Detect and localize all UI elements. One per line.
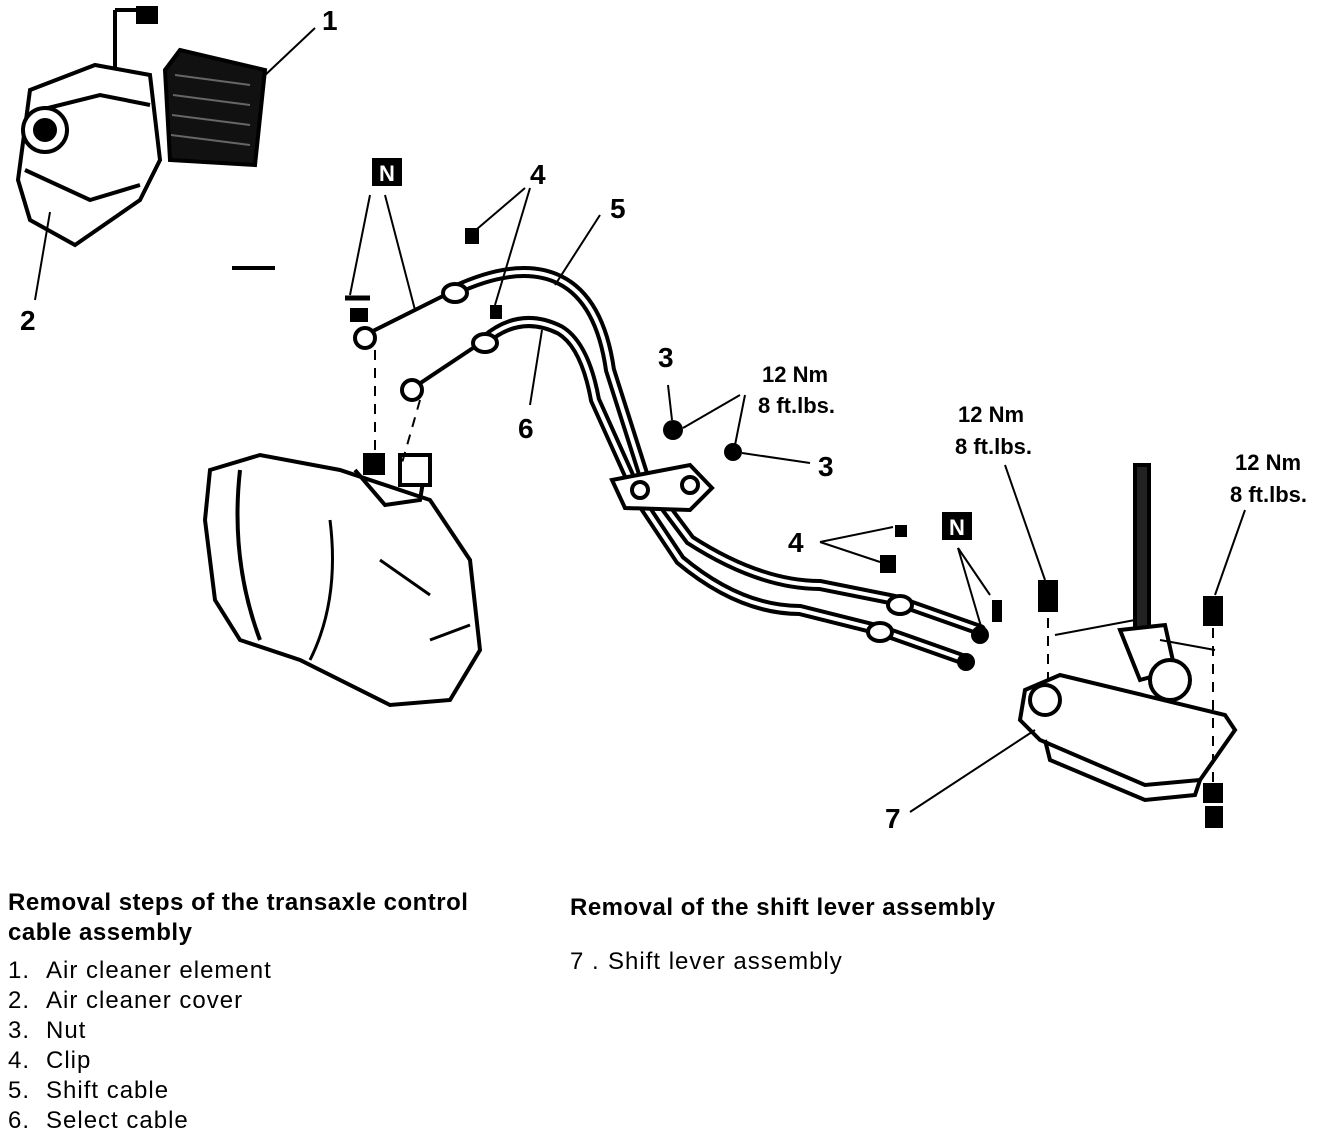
n-badge-transaxle-text: N bbox=[379, 161, 395, 186]
cable-ends-transaxle bbox=[345, 282, 499, 475]
list-item: 7 . Shift lever assembly bbox=[570, 947, 1130, 977]
list-item-label: Select cable bbox=[46, 1107, 189, 1134]
list-item-label: Air cleaner cover bbox=[46, 987, 244, 1014]
callout-3-lower: 3 bbox=[818, 451, 834, 482]
torque-lever-right-ftlbs: 8 ft.lbs. bbox=[1230, 482, 1307, 507]
legend-shift-lever-heading: Removal of the shift lever assembly bbox=[570, 894, 996, 921]
torque-lever-left-ftlbs: 8 ft.lbs. bbox=[955, 434, 1032, 459]
list-item-number: 7 . bbox=[570, 948, 600, 975]
list-item-label: Nut bbox=[46, 1017, 87, 1044]
callout-1: 1 bbox=[322, 5, 338, 36]
torque-bracket-nm: 12 Nm bbox=[762, 362, 828, 387]
cable-bracket bbox=[609, 462, 715, 513]
list-item-number: 2. bbox=[8, 987, 31, 1014]
callout-6: 6 bbox=[518, 413, 534, 444]
list-item: 3. Nut bbox=[8, 1016, 488, 1046]
n-badge-shift-lever-text: N bbox=[949, 515, 965, 540]
list-item: 6. Select cable bbox=[8, 1106, 488, 1136]
cable-ends-shift-lever bbox=[866, 594, 989, 671]
callout-5: 5 bbox=[610, 193, 626, 224]
list-item-number: 3. bbox=[8, 1017, 31, 1044]
torque-lever-left-nm: 12 Nm bbox=[958, 402, 1024, 427]
shift-lever-assembly bbox=[1017, 463, 1238, 828]
n-badge-transaxle: N bbox=[372, 158, 402, 186]
exploded-view-diagram: N N 1 2 4 5 6 3 3 4 7 12 Nm 8 ft.lbs. 12… bbox=[15, 5, 1307, 834]
callout-4-lower: 4 bbox=[788, 527, 804, 558]
list-item: 1. Air cleaner element bbox=[8, 956, 488, 986]
list-item-label: Shift lever assembly bbox=[608, 948, 843, 975]
callout-7: 7 bbox=[885, 803, 901, 834]
list-item-label: Air cleaner element bbox=[46, 957, 272, 984]
list-item-number: 6. bbox=[8, 1107, 31, 1134]
list-item-label: Clip bbox=[46, 1047, 92, 1074]
nut-parts bbox=[465, 228, 1002, 622]
list-item-number: 4. bbox=[8, 1047, 31, 1074]
list-item: 2. Air cleaner cover bbox=[8, 986, 488, 1016]
n-badge-shift-lever: N bbox=[942, 512, 972, 540]
legend-shift-lever-list: 7 . Shift lever assembly bbox=[570, 947, 1130, 977]
callout-3-upper: 3 bbox=[658, 342, 674, 373]
select-cable-core bbox=[483, 320, 966, 662]
callout-4-upper: 4 bbox=[530, 159, 546, 190]
list-item-number: 1. bbox=[8, 957, 31, 984]
legend-cable-removal: Removal steps of the transaxle control c… bbox=[8, 888, 488, 1136]
callout-2: 2 bbox=[20, 305, 36, 336]
legend-cable-heading: Removal steps of the transaxle control c… bbox=[8, 889, 469, 946]
air-cleaner-housing bbox=[15, 6, 163, 248]
legend-cable-list: 1. Air cleaner element 2. Air cleaner cove… bbox=[8, 956, 488, 1136]
legend-shift-lever-removal: Removal of the shift lever assembly 7 . S… bbox=[570, 893, 1130, 977]
list-item-number: 5. bbox=[8, 1077, 31, 1104]
list-item: 5. Shift cable bbox=[8, 1076, 488, 1106]
air-cleaner-element bbox=[162, 47, 268, 168]
torque-lever-right-nm: 12 Nm bbox=[1235, 450, 1301, 475]
shift-cable-core bbox=[454, 270, 981, 632]
list-item-label: Shift cable bbox=[46, 1077, 170, 1104]
transaxle-housing bbox=[202, 452, 483, 708]
leader-lines bbox=[34, 27, 1246, 813]
list-item: 4. Clip bbox=[8, 1046, 488, 1076]
torque-bracket-ftlbs: 8 ft.lbs. bbox=[758, 393, 835, 418]
